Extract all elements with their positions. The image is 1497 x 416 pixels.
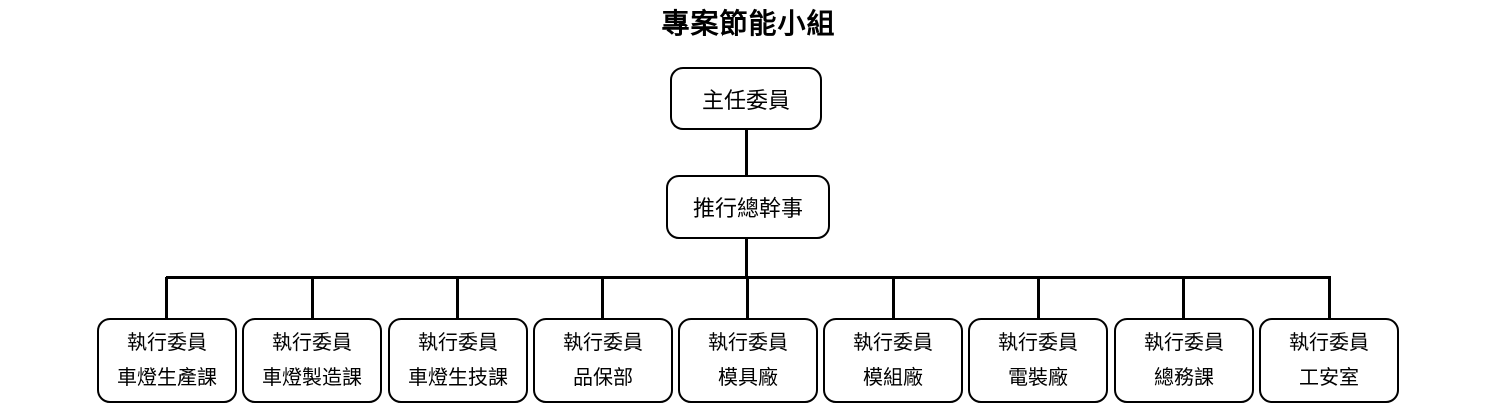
org-node-chairman: 主任委員 xyxy=(670,67,822,130)
member-dept: 車燈生技課 xyxy=(408,366,508,389)
member-dept: 模具廠 xyxy=(718,366,778,389)
org-node-member-general-affairs: 執行委員 總務課 xyxy=(1114,318,1254,403)
org-node-member-safety-office: 執行委員 工安室 xyxy=(1259,318,1399,403)
member-dept: 工安室 xyxy=(1299,366,1359,389)
member-dept: 車燈生產課 xyxy=(117,366,217,389)
connector-drop-4 xyxy=(601,277,604,318)
member-role: 執行委員 xyxy=(127,331,207,354)
member-role: 執行委員 xyxy=(998,331,1078,354)
member-role: 執行委員 xyxy=(418,331,498,354)
member-dept: 品保部 xyxy=(573,366,633,389)
org-node-member-lamp-production: 執行委員 車燈生產課 xyxy=(97,318,237,403)
connector-chairman-director xyxy=(745,130,748,175)
member-role: 執行委員 xyxy=(1289,331,1369,354)
org-node-member-quality-assurance: 執行委員 品保部 xyxy=(533,318,673,403)
member-role: 執行委員 xyxy=(708,331,788,354)
chart-title: 專案節能小組 xyxy=(661,8,836,39)
org-node-director: 推行總幹事 xyxy=(666,175,830,239)
connector-drop-7 xyxy=(1037,277,1040,318)
connector-drop-6 xyxy=(892,277,895,318)
org-node-member-electrical-factory: 執行委員 電裝廠 xyxy=(968,318,1108,403)
member-dept: 車燈製造課 xyxy=(262,366,362,389)
chairman-label: 主任委員 xyxy=(701,87,790,113)
member-dept: 電裝廠 xyxy=(1008,366,1068,389)
member-dept: 模組廠 xyxy=(863,366,923,389)
connector-drop-2 xyxy=(311,277,314,318)
member-role: 執行委員 xyxy=(563,331,643,354)
connector-drop-1 xyxy=(165,277,168,318)
org-node-member-mold-factory: 執行委員 模具廠 xyxy=(678,318,818,403)
connector-drop-5 xyxy=(746,277,749,318)
member-role: 執行委員 xyxy=(272,331,352,354)
director-label: 推行總幹事 xyxy=(692,196,803,221)
member-role: 執行委員 xyxy=(853,331,933,354)
member-role: 執行委員 xyxy=(1144,331,1224,354)
member-dept: 總務課 xyxy=(1154,366,1214,389)
connector-drop-3 xyxy=(456,277,459,318)
org-node-member-lamp-manufacturing: 執行委員 車燈製造課 xyxy=(242,318,382,403)
connector-drop-9 xyxy=(1328,277,1331,318)
org-node-member-module-factory: 執行委員 模組廠 xyxy=(823,318,963,403)
connector-director-bus xyxy=(745,239,748,279)
connector-drop-8 xyxy=(1182,277,1185,318)
org-node-member-lamp-engineering: 執行委員 車燈生技課 xyxy=(388,318,528,403)
